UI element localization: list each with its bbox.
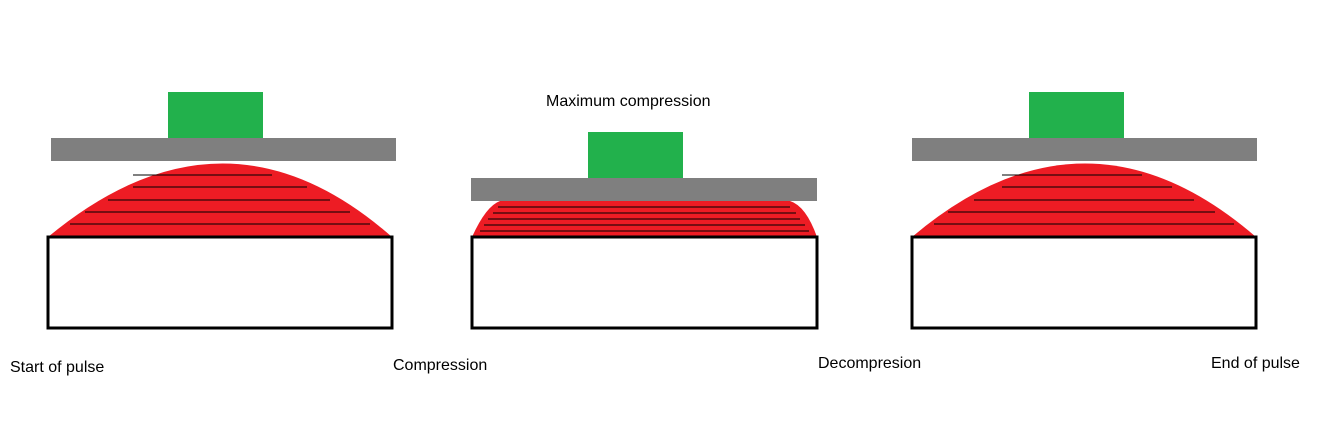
compression-plate: [51, 138, 396, 161]
tissue-lines: [70, 174, 370, 225]
stage-maximum-compression: [470, 132, 819, 330]
tissue-lines: [480, 206, 809, 232]
label-start-of-pulse: Start of pulse: [10, 359, 105, 376]
compression-plate: [912, 138, 1257, 161]
compression-plate: [471, 178, 817, 201]
stage-start-of-pulse: [46, 92, 396, 330]
label-compression: Compression: [393, 357, 488, 374]
stage-end-of-pulse: [910, 92, 1258, 330]
base-block: [46, 235, 394, 330]
weight-block: [588, 132, 683, 178]
label-decompression: Decompresion: [818, 355, 922, 372]
weight-block: [1029, 92, 1124, 138]
weight-block: [168, 92, 263, 138]
tissue-lines: [934, 174, 1234, 225]
base-block: [470, 235, 819, 330]
base-block: [910, 235, 1258, 330]
label-end-of-pulse: End of pulse: [1211, 355, 1300, 372]
label-maximum-compression: Maximum compression: [546, 93, 711, 110]
